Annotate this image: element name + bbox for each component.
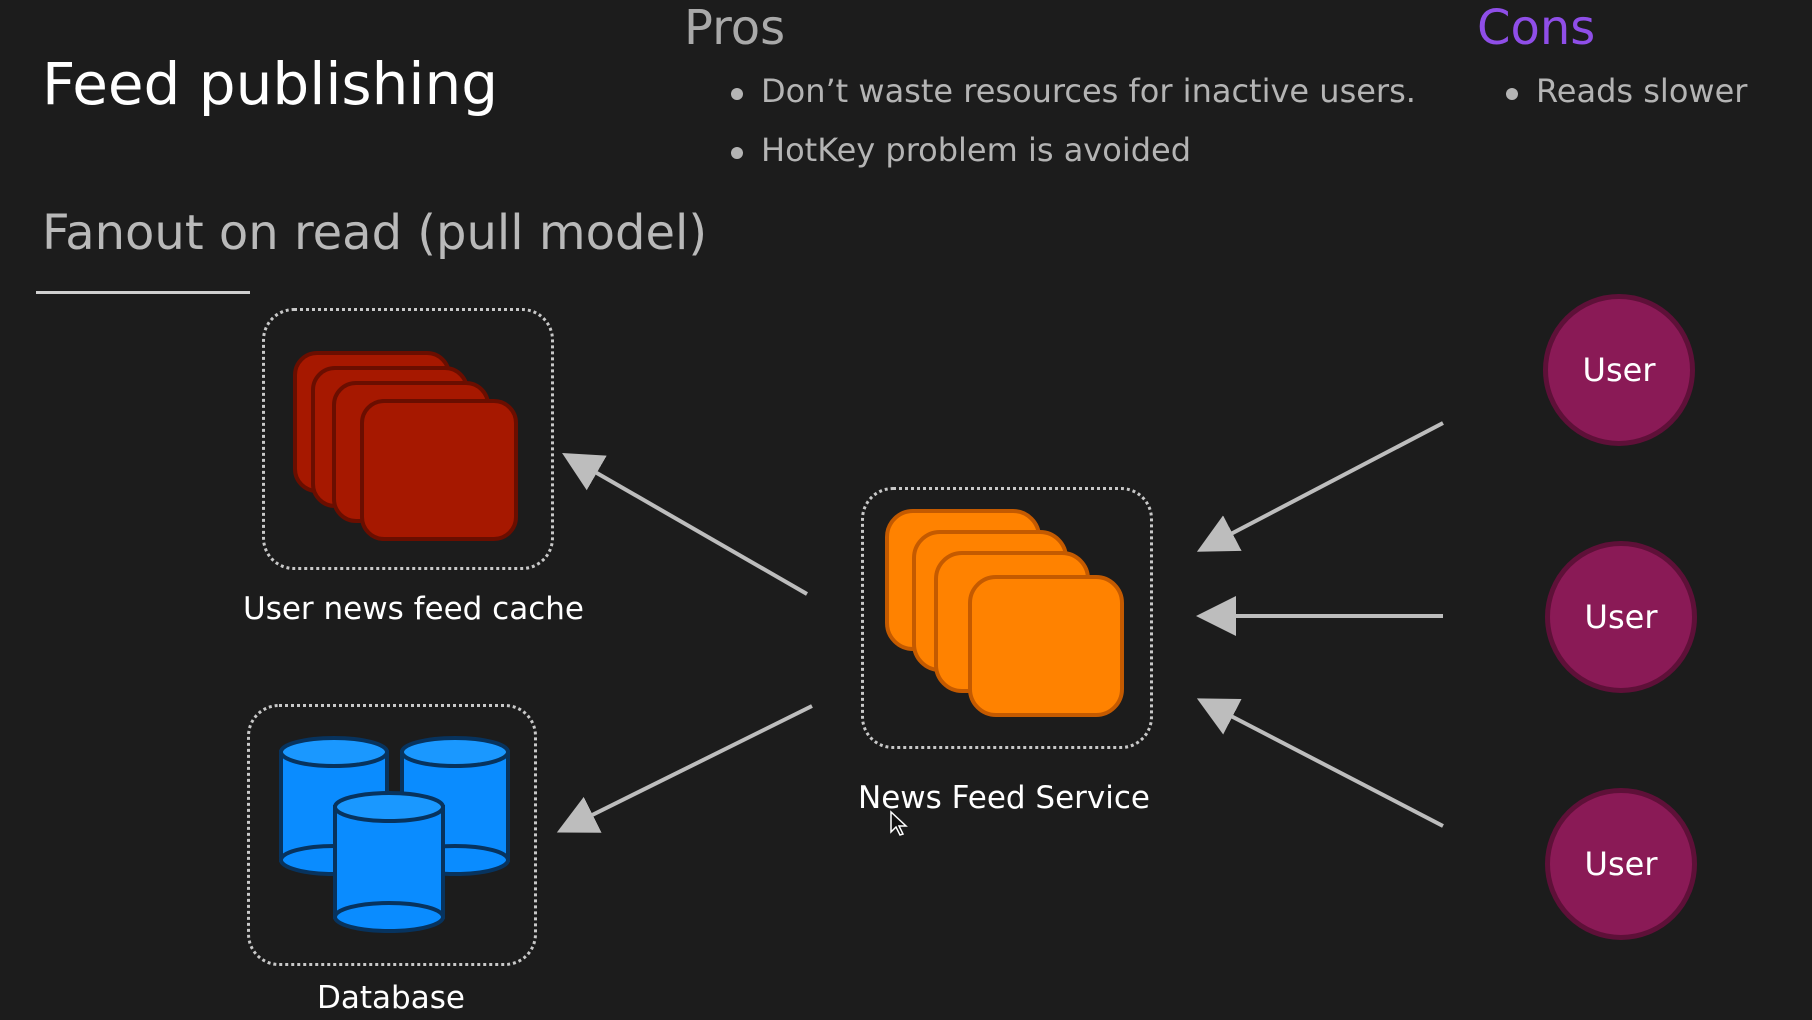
- pros-item: HotKey problem is avoided: [731, 131, 1416, 190]
- section-subtitle: Fanout on read (pull model): [42, 205, 708, 261]
- cons-list: Reads slower: [1506, 72, 1747, 131]
- slide-title: Feed publishing: [42, 50, 499, 118]
- database-container: [247, 704, 537, 966]
- service-container: [861, 487, 1153, 749]
- user-node: User: [1545, 541, 1697, 693]
- cons-item: Reads slower: [1506, 72, 1747, 131]
- user-node-label: User: [1582, 351, 1656, 389]
- arrow-service-to-cache: [562, 453, 808, 596]
- cache-stack-icon: [293, 351, 518, 541]
- arrow-service-to-database: [556, 704, 813, 833]
- database-cylinders-icon: [279, 736, 510, 933]
- mouse-cursor-icon: [890, 810, 908, 836]
- arrow-user3-to-service: [1196, 698, 1444, 828]
- arrows: [556, 421, 1444, 833]
- cache-container: [262, 308, 554, 570]
- cons-heading: Cons: [1477, 0, 1596, 56]
- user-node-label: User: [1584, 598, 1658, 636]
- pros-heading: Pros: [684, 0, 786, 56]
- service-label: News Feed Service: [858, 780, 1151, 816]
- pros-item: Don’t waste resources for inactive users…: [731, 72, 1416, 131]
- database-label: Database: [317, 980, 465, 1016]
- subtitle-underline: [36, 291, 250, 294]
- user-node: User: [1543, 294, 1695, 446]
- user-node: User: [1545, 788, 1697, 940]
- cache-label: User news feed cache: [243, 591, 584, 627]
- service-stack-icon: [885, 509, 1124, 717]
- user-node-label: User: [1584, 845, 1658, 883]
- pros-list: Don’t waste resources for inactive users…: [731, 72, 1416, 190]
- arrow-user1-to-service: [1196, 421, 1444, 552]
